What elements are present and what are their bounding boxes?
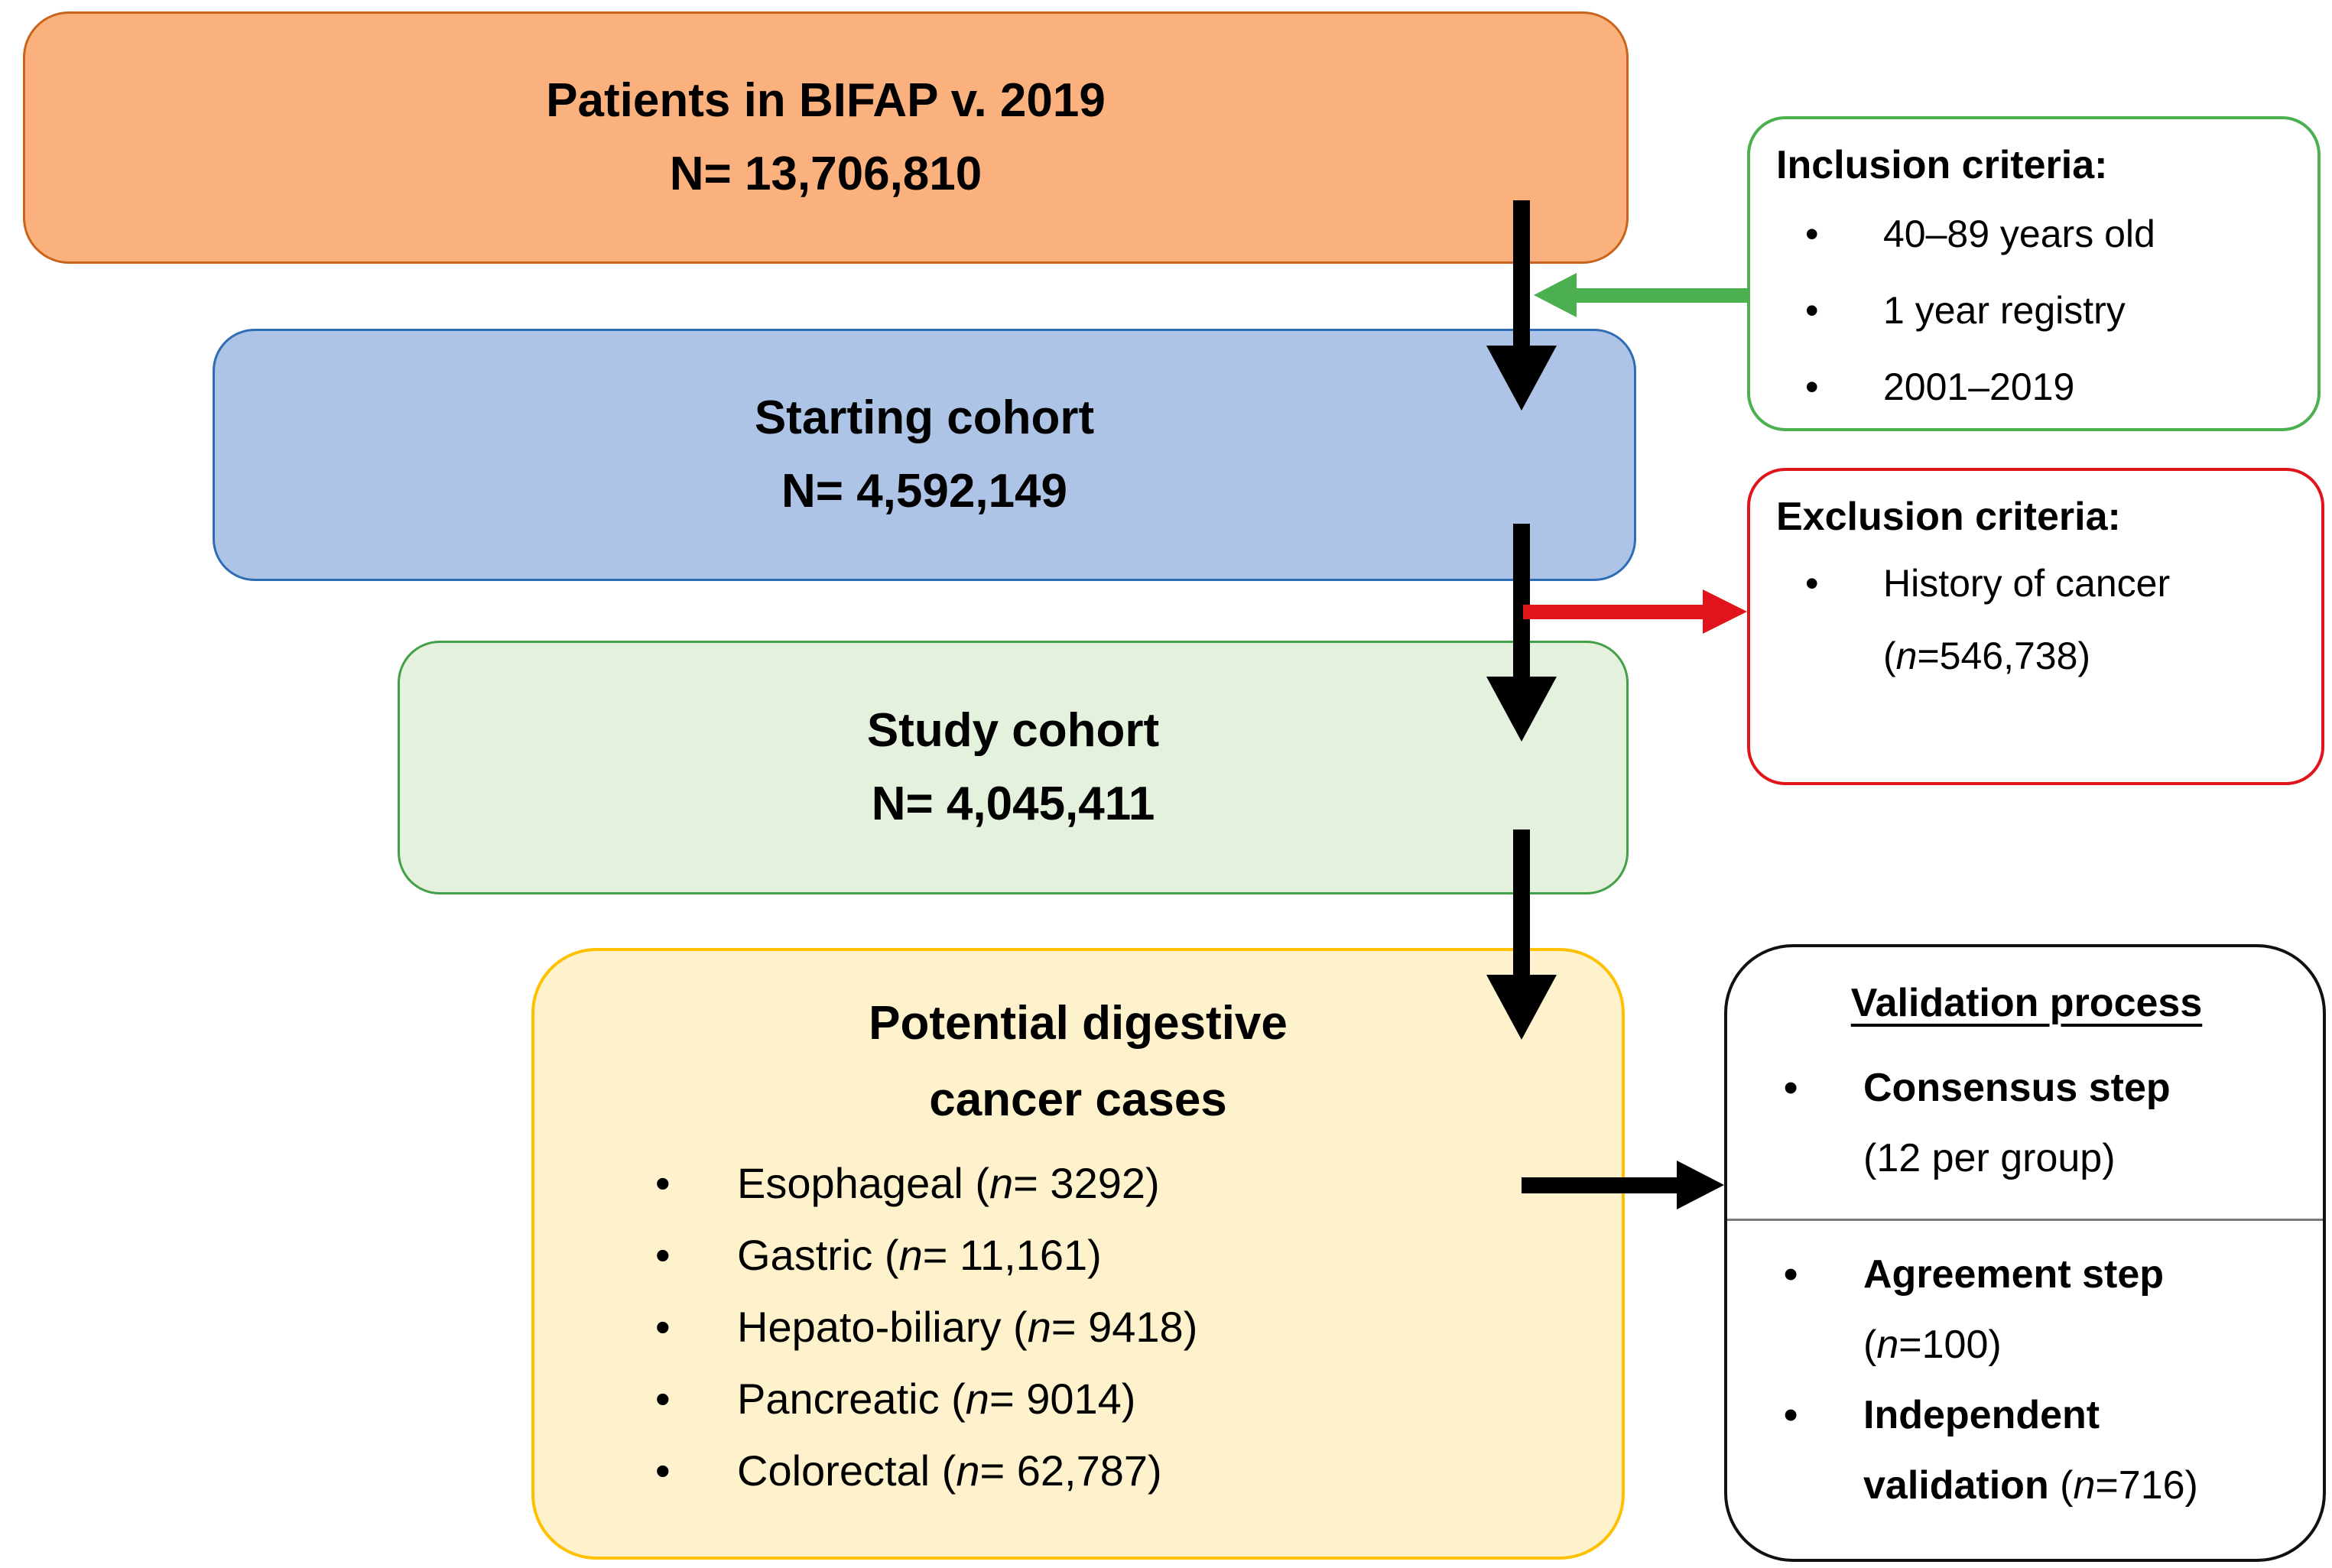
- agreement-step-label: Agreement step: [1863, 1252, 2164, 1297]
- item-text: Gastric (: [737, 1231, 899, 1279]
- box-bifap-population: Patients in BIFAP v. 2019 N= 13,706,810: [23, 11, 1629, 264]
- exclusion-item-line2: (n=546,738): [1883, 620, 2300, 693]
- arrow-head: [1677, 1161, 1724, 1209]
- potential-title-line1: Potential digestive: [869, 997, 1288, 1050]
- arrow-head: [1486, 346, 1557, 411]
- item-n-symbol: n: [1027, 1303, 1051, 1351]
- validation-steps-list: Agreement step (n=100) Independent valid…: [1750, 1239, 2303, 1521]
- item-n-symbol: n: [956, 1446, 980, 1495]
- arrow-shaft: [1522, 1177, 1677, 1193]
- item-text: (: [1883, 635, 1896, 677]
- box-inclusion-criteria: Inclusion criteria: 40–89 years old 1 ye…: [1747, 116, 2321, 431]
- exclusion-item-history-of-cancer: History of cancer (n=546,738): [1772, 547, 2300, 693]
- exclusion-item-line1: History of cancer: [1883, 562, 2171, 605]
- study-cohort-count: N= 4,045,411: [871, 778, 1155, 830]
- inclusion-item-registry: 1 year registry: [1772, 272, 2296, 349]
- item-n-symbol: n: [1895, 635, 1918, 677]
- validation-process-title: Validation process: [1850, 981, 2203, 1025]
- inclusion-criteria-title: Inclusion criteria:: [1776, 143, 2108, 187]
- item-n-symbol: n: [989, 1159, 1014, 1207]
- item-text: (: [2048, 1463, 2074, 1508]
- label-text: validation: [1863, 1463, 2049, 1508]
- item-text: Colorectal (: [737, 1446, 957, 1495]
- validation-item-independent: Independent validation (n=716): [1750, 1380, 2303, 1521]
- arrow-head: [1486, 677, 1557, 742]
- item-count: = 9014): [989, 1375, 1136, 1423]
- exclusion-criteria-list: History of cancer (n=546,738): [1772, 547, 2300, 693]
- item-n-symbol: n: [2073, 1463, 2096, 1508]
- validation-top-section: Validation process Consensus step (12 pe…: [1750, 972, 2303, 1193]
- cancer-case-item-hepatobiliary: Hepato-biliary (n= 9418): [534, 1291, 1622, 1363]
- potential-title-line2: cancer cases: [929, 1073, 1227, 1126]
- item-count: = 3292): [1013, 1159, 1160, 1207]
- arrow-shaft: [1577, 288, 1749, 303]
- consensus-step-detail: (12 per group): [1863, 1136, 2116, 1180]
- cancer-case-item-colorectal: Colorectal (n= 62,787): [534, 1435, 1622, 1507]
- validation-divider-line: [1727, 1219, 2323, 1221]
- box-study-cohort: Study cohort N= 4,045,411: [398, 641, 1629, 894]
- arrow-shaft: [1513, 829, 1530, 975]
- box-potential-cases: Potential digestive cancer cases Esophag…: [531, 948, 1625, 1560]
- bifap-count: N= 13,706,810: [669, 148, 982, 200]
- arrow-shaft: [1513, 524, 1530, 677]
- box-starting-cohort: Starting cohort N= 4,592,149: [213, 329, 1636, 581]
- inclusion-criteria-list: 40–89 years old 1 year registry 2001–201…: [1772, 196, 2296, 425]
- box-validation-process: Validation process Consensus step (12 pe…: [1724, 944, 2326, 1562]
- item-count: =716): [2095, 1463, 2198, 1508]
- item-count: = 62,787): [979, 1446, 1162, 1495]
- box-exclusion-criteria: Exclusion criteria: History of cancer (n…: [1747, 468, 2324, 785]
- starting-cohort-count: N= 4,592,149: [781, 465, 1068, 518]
- arrow-head: [1534, 273, 1577, 317]
- independent-validation-label-line1: Independent: [1863, 1393, 2100, 1437]
- starting-cohort-title: Starting cohort: [754, 391, 1095, 444]
- bifap-title: Patients in BIFAP v. 2019: [546, 74, 1106, 127]
- arrow-head: [1703, 589, 1747, 634]
- validation-item-agreement: Agreement step (n=100): [1750, 1239, 2303, 1380]
- inclusion-item-age: 40–89 years old: [1772, 196, 2296, 272]
- arrow-shaft: [1513, 200, 1530, 346]
- study-cohort-title: Study cohort: [866, 704, 1160, 757]
- consensus-step-label: Consensus step: [1863, 1066, 2171, 1110]
- cancer-case-item-gastric: Gastric (n= 11,161): [534, 1219, 1622, 1291]
- item-count: = 11,161): [922, 1231, 1102, 1279]
- item-text: Hepato-biliary (: [737, 1303, 1028, 1351]
- agreement-step-detail: (n=100): [1863, 1310, 2303, 1380]
- independent-validation-label-line2: validation (n=716): [1863, 1450, 2303, 1521]
- cancer-case-item-pancreatic: Pancreatic (n= 9014): [534, 1363, 1622, 1435]
- exclusion-criteria-title: Exclusion criteria:: [1776, 495, 2121, 539]
- cancer-case-list: Esophageal (n= 3292) Gastric (n= 11,161)…: [534, 1148, 1622, 1507]
- arrow-head: [1486, 975, 1557, 1040]
- arrow-shaft: [1523, 605, 1703, 619]
- item-text: (: [1863, 1323, 1877, 1367]
- validation-item-consensus: Consensus step (12 per group): [1750, 1053, 2303, 1193]
- item-n-symbol: n: [1876, 1323, 1899, 1367]
- item-count: =546,738): [1917, 635, 2091, 677]
- item-n-symbol: n: [965, 1375, 989, 1423]
- validation-bottom-section: Agreement step (n=100) Independent valid…: [1750, 1239, 2303, 1521]
- item-text: Pancreatic (: [737, 1375, 966, 1423]
- item-text: Esophageal (: [737, 1159, 990, 1207]
- item-count: =100): [1898, 1323, 2002, 1367]
- inclusion-item-period: 2001–2019: [1772, 349, 2296, 425]
- cancer-case-item-esophageal: Esophageal (n= 3292): [534, 1148, 1622, 1219]
- item-count: = 9418): [1051, 1303, 1198, 1351]
- item-n-symbol: n: [898, 1231, 923, 1279]
- validation-consensus-list: Consensus step (12 per group): [1750, 1053, 2303, 1193]
